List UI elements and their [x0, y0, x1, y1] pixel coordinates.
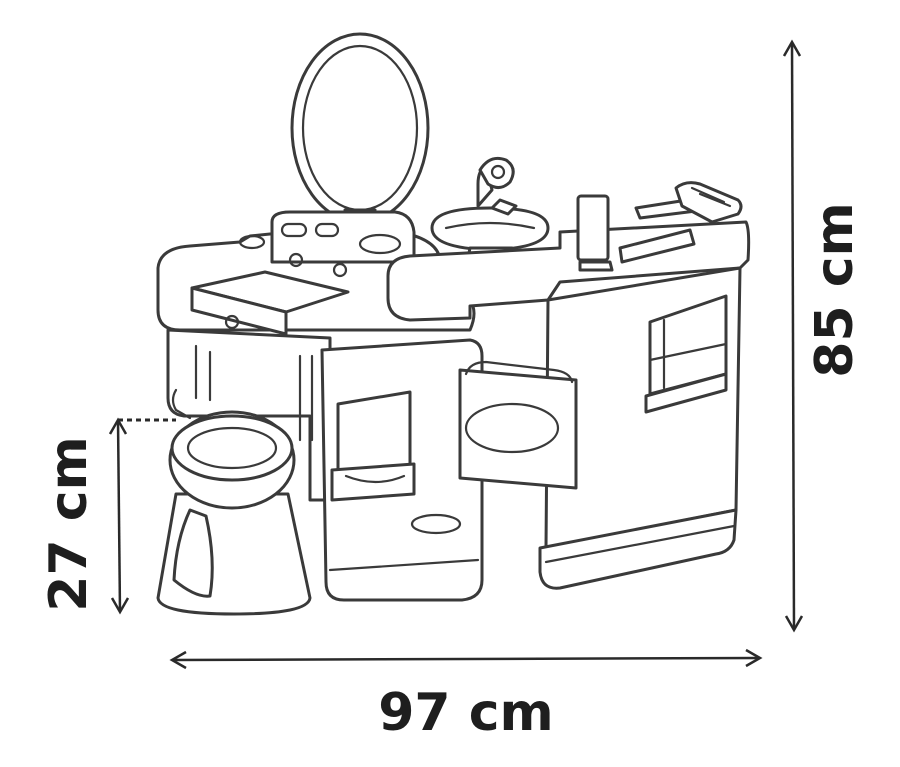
width-dimension-line — [169, 648, 763, 670]
centre-sign-panel — [458, 360, 578, 490]
seat-height-dimension-line — [108, 417, 176, 615]
seat-height-label: 27 cm — [39, 436, 99, 611]
hair-salon-playset-illustration — [156, 32, 751, 616]
stool — [156, 410, 312, 616]
right-cabinet — [386, 181, 751, 590]
height-label: 85 cm — [805, 202, 865, 377]
width-label: 97 cm — [378, 683, 553, 743]
height-dimension-line — [782, 39, 804, 633]
centre-column — [320, 338, 484, 602]
